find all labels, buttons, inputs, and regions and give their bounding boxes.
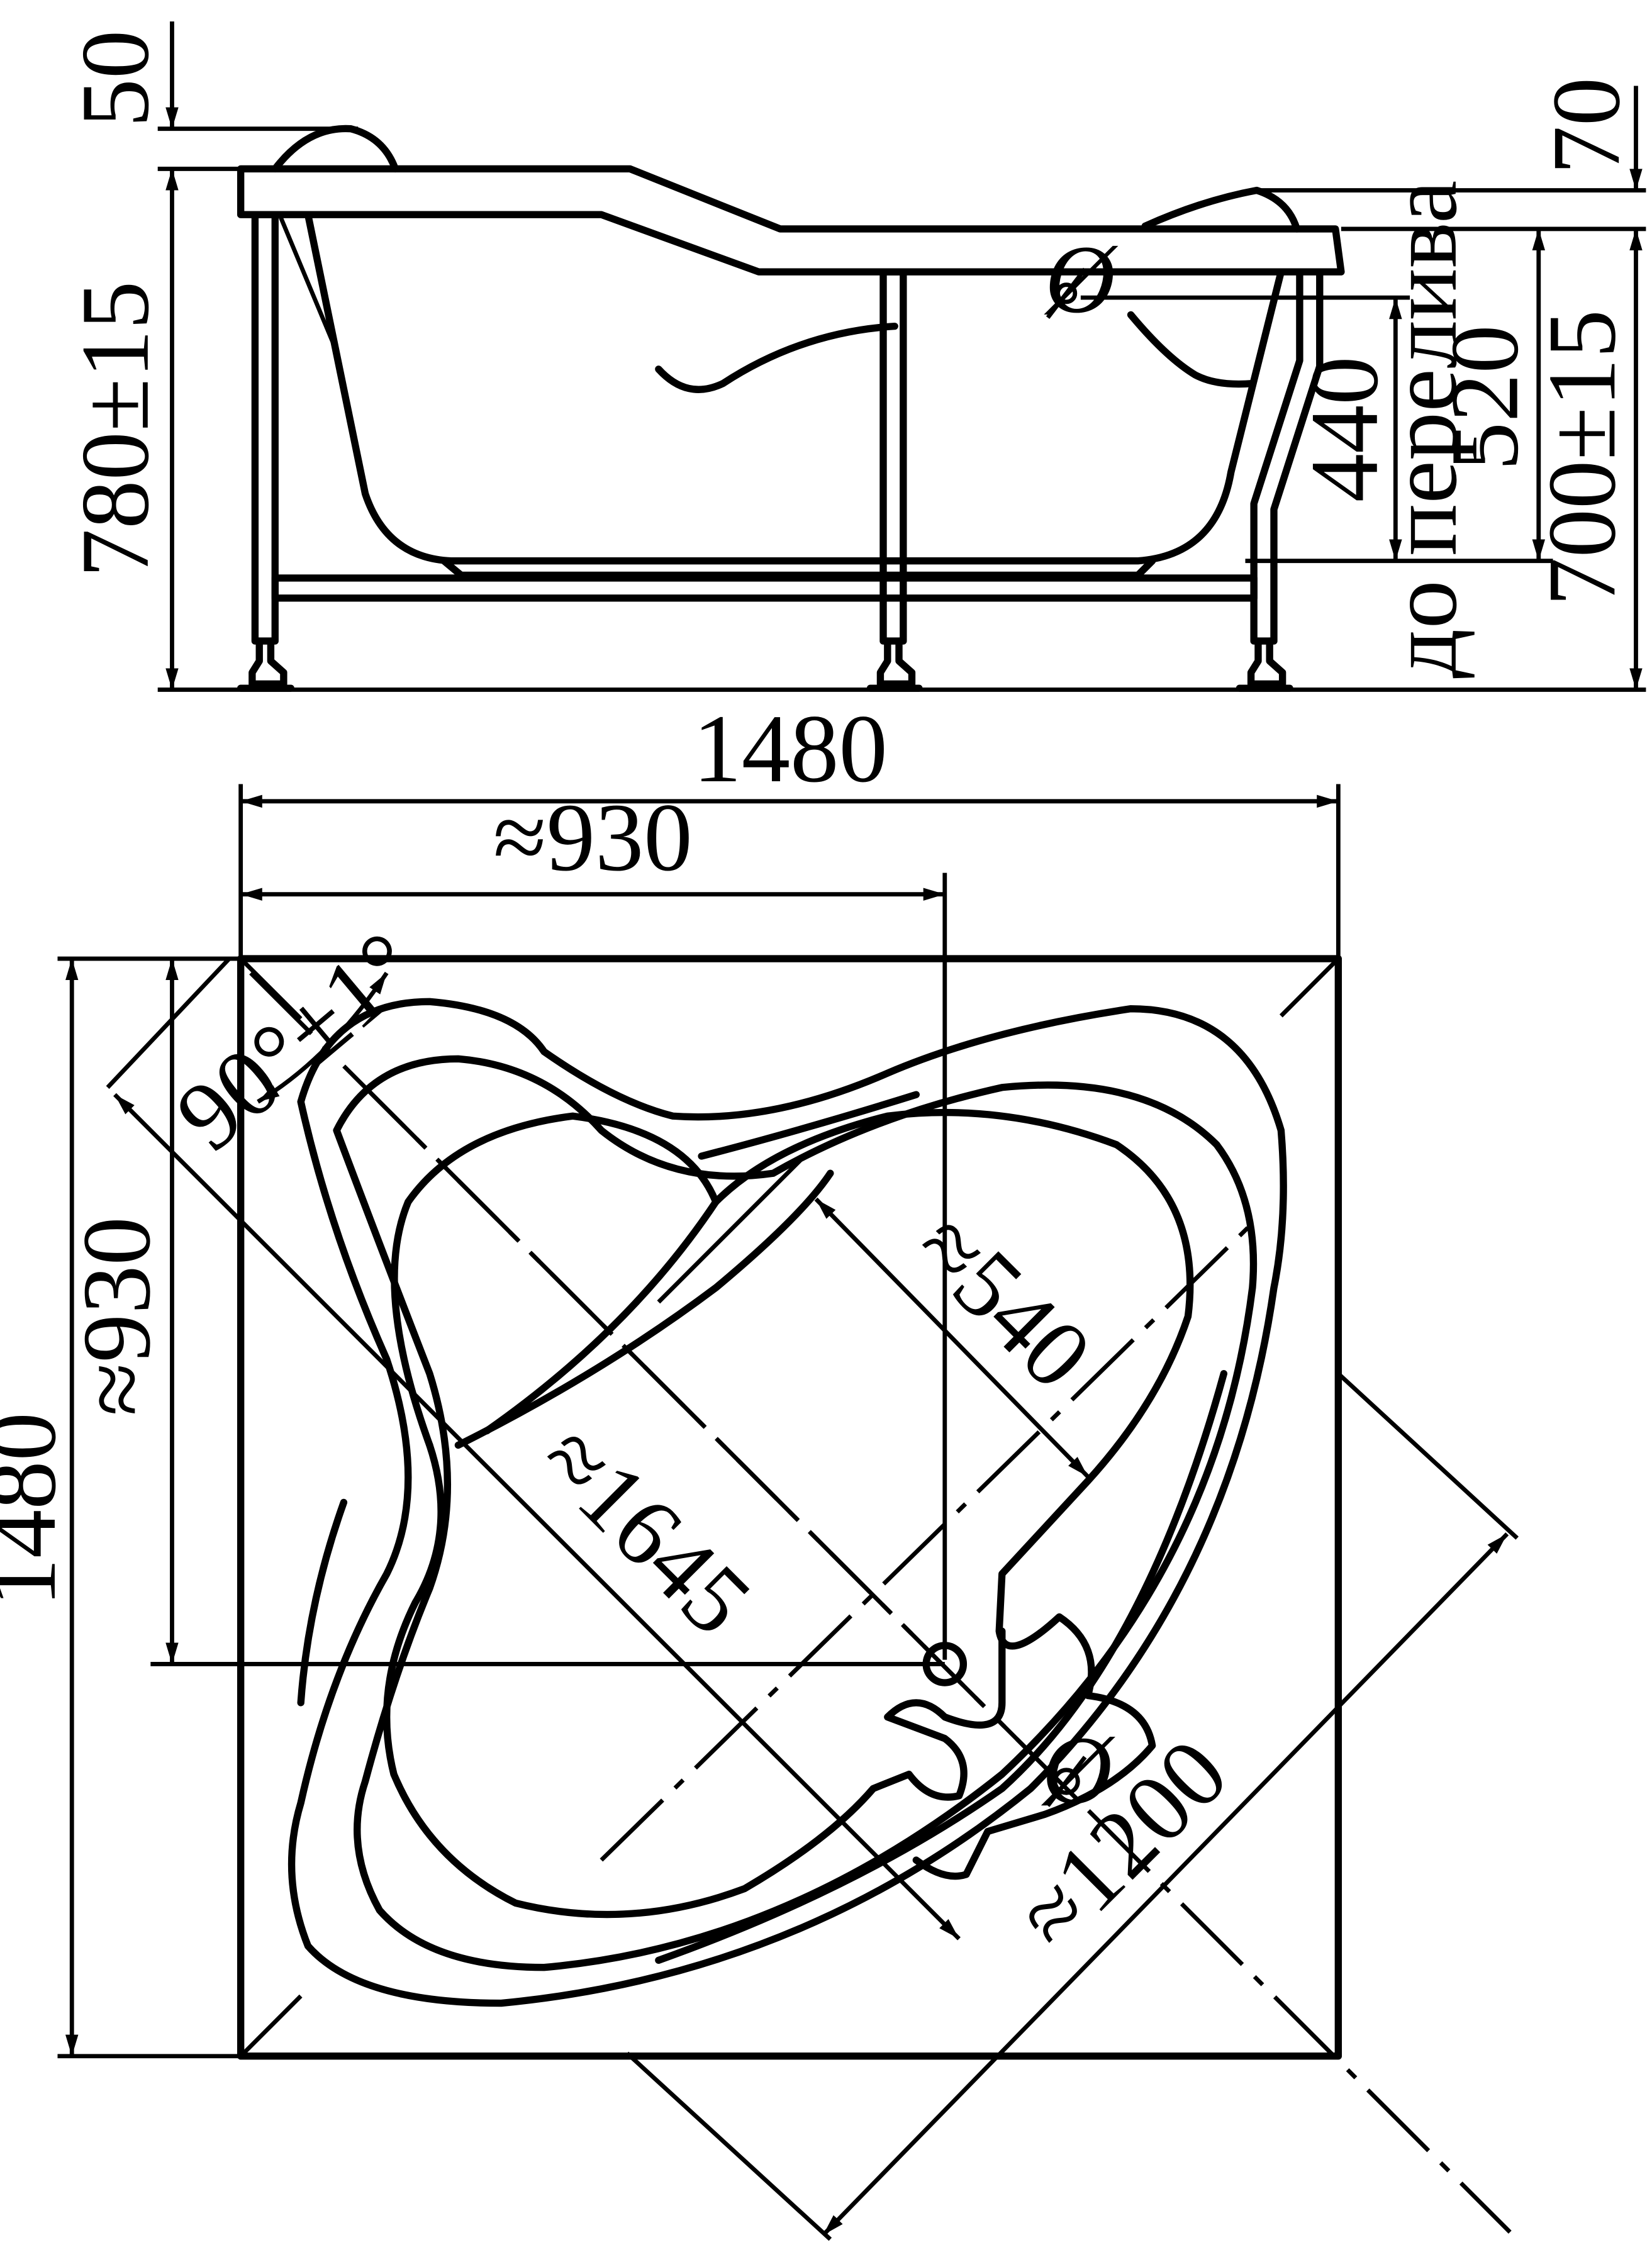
side-view: 50 780±15 70 700±15 520 до перелива 440 … [62, 21, 1646, 692]
dim-930-height-label: ≈930 [63, 1217, 170, 1416]
right-leg [1250, 268, 1324, 645]
dim-700-label: 700±15 [1528, 309, 1636, 606]
bracket-line [279, 216, 340, 356]
left-headrest [271, 125, 399, 173]
dim-930-width-label: ≈930 [493, 784, 693, 891]
tub-body [304, 211, 1285, 565]
dim-50-label: 50 [62, 30, 169, 128]
dim-overflow-caption: до перелива [1370, 181, 1477, 679]
top-view: Ø 1480 [0, 695, 1519, 2241]
inner-curve-right [1127, 311, 1256, 388]
side-dimension-lines [165, 21, 1643, 690]
flow-curve-3 [454, 1169, 834, 1449]
frame-rail [271, 574, 1258, 602]
dim-440-label: 440 [1291, 356, 1398, 502]
dim-70-label: 70 [1532, 77, 1640, 175]
overflow-marker [1056, 282, 1078, 304]
dim-angle-label: 90°±1° [157, 911, 438, 1171]
leg-feet [237, 637, 1293, 692]
top-center-lines [150, 872, 1512, 2234]
side-extension-lines [157, 126, 1646, 692]
dim-520-label: 520 [1431, 325, 1539, 471]
dim-780-label: 780±15 [62, 281, 169, 578]
dim-1480-height-label: 1480 [0, 1412, 76, 1607]
inner-curve-left [655, 322, 898, 393]
right-headrest [1141, 186, 1301, 233]
middle-leg [879, 268, 907, 645]
dim-1645-label: ≈1645 [520, 1404, 772, 1656]
top-dimension-lines [57, 784, 1519, 2241]
left-leg [251, 211, 279, 645]
rim-outline [237, 165, 1345, 276]
dim-540-label: ≈540 [895, 1192, 1112, 1409]
overflow-symbol: Ø [1044, 226, 1119, 333]
dim-1480-width-label: 1480 [693, 695, 887, 803]
